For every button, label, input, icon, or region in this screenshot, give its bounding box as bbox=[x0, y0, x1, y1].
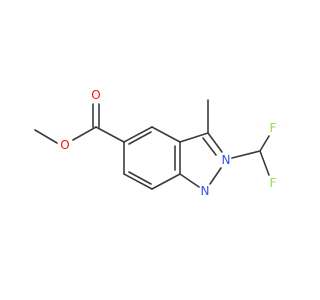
atom-fluorine-top: F bbox=[270, 121, 277, 135]
bond-c3-n2 bbox=[207, 132, 223, 153]
bond-ring-c5-c4 bbox=[123, 126, 153, 143]
bond-methyl-oxygen bbox=[34, 129, 58, 144]
atom-ring-nitrogen-1: N bbox=[201, 184, 210, 198]
bond-n1-c7a bbox=[179, 173, 200, 188]
bond-oxygen-carbonyl bbox=[72, 126, 97, 141]
bond-ring-c4-c3a bbox=[151, 126, 181, 143]
bond-chf2-f-bottom bbox=[259, 150, 270, 176]
bond-c3-n2-inner bbox=[202, 137, 217, 156]
atom-labels: O O N N F F bbox=[60, 88, 276, 198]
bond-carbonyl-ring bbox=[95, 126, 125, 143]
atom-ring-nitrogen-2: N bbox=[222, 153, 231, 167]
atom-carbonyl-oxygen: O bbox=[91, 88, 100, 102]
bond-ring-c7-c6-inner bbox=[128, 171, 152, 185]
bond-n2-n1 bbox=[209, 167, 222, 185]
bond-c3a-c3 bbox=[179, 132, 209, 143]
atom-ester-oxygen: O bbox=[60, 138, 69, 152]
bond-n2-chf2 bbox=[231, 150, 261, 159]
atom-fluorine-bottom: F bbox=[270, 176, 277, 190]
bonds bbox=[34, 99, 270, 190]
bond-ring-c5-c4-inner bbox=[128, 131, 152, 145]
bond-chf2-f-top bbox=[259, 135, 270, 152]
bond-ring-c7-c6 bbox=[123, 173, 153, 190]
molecule-structure: O O N N F F bbox=[34, 88, 277, 198]
bond-ring-c7a-c7 bbox=[151, 173, 181, 190]
